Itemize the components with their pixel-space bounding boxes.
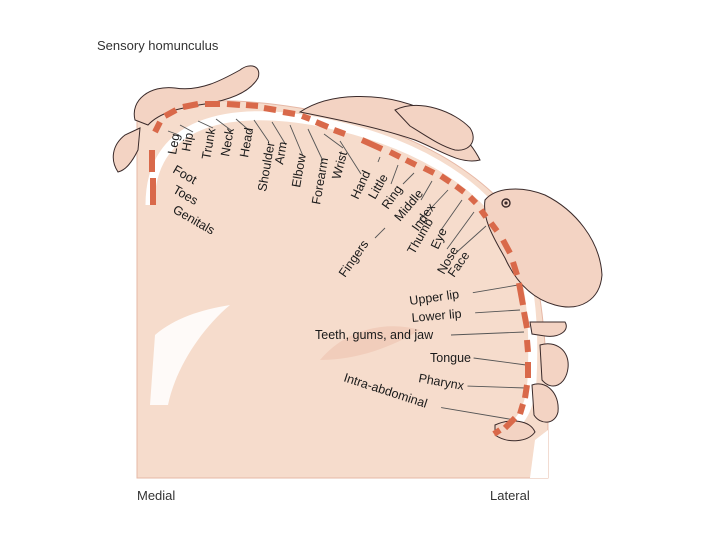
- sulcus-fold: [150, 305, 230, 405]
- representation-bar: [454, 183, 466, 195]
- representation-bar: [467, 194, 479, 206]
- leader-line: [390, 164, 399, 185]
- homunculus-figure: [112, 65, 603, 442]
- representation-bar: [522, 384, 530, 399]
- leader-line: [253, 119, 270, 143]
- representation-bar: [404, 157, 418, 168]
- inner-fold: [320, 326, 420, 360]
- leader-line: [197, 120, 214, 129]
- representation-bar: [521, 311, 530, 329]
- white-matter-band: [145, 111, 538, 435]
- medial-label: Medial: [137, 488, 175, 503]
- label-tongue: Tongue: [430, 351, 471, 365]
- representation-bar: [360, 137, 384, 152]
- representation-bar: [332, 127, 347, 137]
- representation-bars: [149, 101, 531, 437]
- leader-line: [416, 189, 449, 224]
- representation-bar: [152, 120, 163, 134]
- homunculus-eye-icon: [501, 198, 511, 208]
- representation-bar: [488, 221, 500, 233]
- representation-bar: [500, 238, 513, 255]
- representation-bar: [502, 415, 518, 431]
- homunculus-hand: [394, 105, 474, 151]
- representation-bar: [510, 261, 520, 276]
- leader-line: [289, 124, 304, 157]
- leader-line: [450, 331, 525, 336]
- leader-line: [323, 133, 344, 149]
- leader-line: [179, 124, 194, 133]
- leader-line: [215, 118, 233, 132]
- label-upper-lip: Upper lip: [408, 287, 460, 308]
- leader-line: [475, 309, 521, 314]
- label-leg: Leg: [165, 133, 182, 156]
- label-elbow: Elbow: [289, 152, 309, 189]
- leader-line: [339, 140, 362, 175]
- leader-line: [271, 121, 287, 146]
- representation-bar: [226, 101, 241, 108]
- label-teeth-gums-and-jaw: Teeth, gums, and jaw: [315, 328, 434, 342]
- representation-bar: [282, 109, 296, 117]
- leader-line: [167, 130, 180, 136]
- leader-line: [446, 211, 475, 250]
- leader-line: [374, 227, 386, 239]
- leader-line: [420, 180, 433, 201]
- label-arm: Arm: [272, 141, 290, 166]
- homunculus-pupil: [504, 201, 508, 205]
- leader-line: [402, 172, 415, 185]
- representation-bar: [263, 105, 277, 113]
- diagram-title: Sensory homunculus: [97, 38, 219, 53]
- representation-bar: [516, 282, 526, 306]
- leader-line: [377, 156, 381, 163]
- homunculus-head: [484, 188, 603, 308]
- homunculus-lips: [529, 321, 567, 337]
- leader-line: [456, 225, 487, 253]
- representation-bar: [163, 107, 178, 119]
- label-hip: Hip: [179, 132, 196, 153]
- leader-line: [235, 118, 252, 133]
- leader-line: [467, 385, 527, 389]
- homunculus-trunk: [298, 96, 481, 162]
- leader-lines: [167, 118, 527, 421]
- representation-bar: [300, 113, 312, 122]
- leader-line: [307, 128, 324, 162]
- label-lower-lip: Lower lip: [411, 307, 462, 325]
- label-neck: Neck: [218, 126, 237, 157]
- representation-bar: [182, 101, 199, 110]
- leader-line: [473, 357, 527, 366]
- representation-bar: [524, 339, 531, 353]
- homunculus-tongue: [539, 343, 569, 387]
- representation-bar: [478, 208, 489, 219]
- representation-bar: [492, 427, 502, 437]
- label-trunk: Trunk: [199, 126, 218, 160]
- homunculus-pharynx: [531, 383, 559, 423]
- representation-bar: [314, 119, 330, 130]
- base-notch: [530, 430, 548, 478]
- homunculus-foot: [112, 127, 141, 173]
- representation-bar: [517, 403, 526, 415]
- leader-line: [441, 407, 516, 421]
- label-head: Head: [237, 127, 256, 159]
- representation-bar: [422, 165, 436, 176]
- representation-bar: [439, 173, 452, 185]
- representation-bar: [245, 102, 259, 109]
- leader-line: [472, 284, 519, 294]
- representation-bar: [388, 149, 402, 160]
- leader-line: [440, 199, 463, 231]
- lateral-label: Lateral: [490, 488, 530, 503]
